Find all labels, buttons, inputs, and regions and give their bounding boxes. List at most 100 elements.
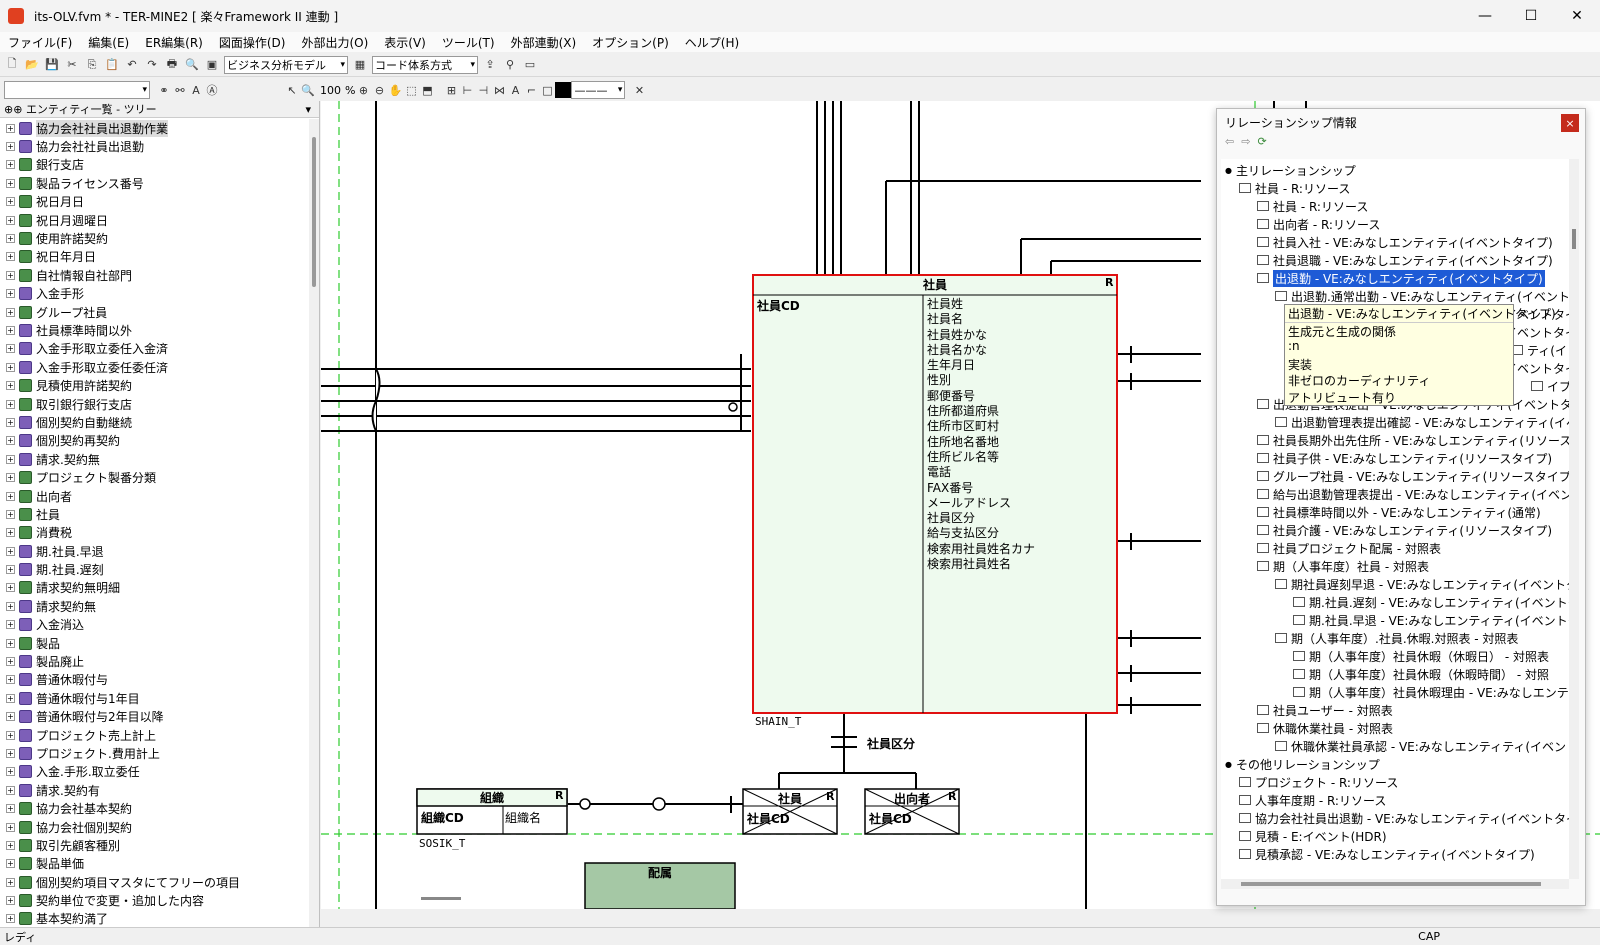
entity-attribute[interactable]: 住所ビル名等 — [927, 449, 1000, 464]
expand-icon[interactable]: + — [6, 840, 15, 850]
relation2-icon[interactable]: ⊣ — [478, 83, 489, 97]
relationship-tree-item[interactable]: イプ) — [1531, 377, 1569, 395]
expand-icon[interactable]: + — [6, 362, 15, 372]
entity-attribute[interactable]: 社員区分 — [927, 511, 976, 526]
expand-icon[interactable]: + — [6, 583, 15, 593]
entity-tree-item[interactable]: +祝日月週曜日 — [0, 211, 308, 229]
entity-attribute[interactable]: 性別 — [927, 373, 952, 388]
entity-tree-item[interactable]: +協力会社個別契約 — [0, 818, 308, 836]
entity-tool-icon[interactable]: ⚭ — [159, 83, 169, 97]
expand-icon[interactable]: + — [6, 657, 15, 667]
expand-icon[interactable]: + — [6, 381, 15, 391]
entity-org-pk[interactable]: 組織CD — [421, 811, 464, 825]
zoom-icon[interactable]: 🔍 — [301, 83, 315, 97]
entity-tree-scrollbar[interactable] — [309, 119, 319, 927]
expand-icon[interactable]: + — [6, 325, 15, 335]
entity-tree-item[interactable]: +製品 — [0, 634, 308, 652]
entity-attribute[interactable]: 検索用社員姓名カナ — [927, 541, 1036, 556]
open-folder-icon[interactable]: 📂 — [25, 58, 39, 71]
entity-tree-item[interactable]: +入金手形 — [0, 285, 308, 303]
maximize-button[interactable]: ☐ — [1524, 8, 1538, 24]
entity-tree-item[interactable]: +普通休暇付与 — [0, 671, 308, 689]
entity-tree-item[interactable]: +契約単位で変更・追加した内容 — [0, 891, 308, 909]
menu-item-5[interactable]: 表示(V) — [384, 35, 426, 50]
expand-icon[interactable]: + — [6, 509, 15, 519]
relationship-tree-item[interactable]: 社員 - R:リソース — [1239, 179, 1350, 197]
entity-tree-item[interactable]: +銀行支店 — [0, 156, 308, 174]
expand-icon[interactable]: + — [6, 344, 15, 354]
entity-attribute[interactable]: メールアドレス — [927, 495, 1012, 510]
expand-icon[interactable]: + — [6, 785, 15, 795]
entity-tree-item[interactable]: +自社情報自社部門 — [0, 266, 308, 284]
text-icon[interactable]: A — [511, 83, 520, 97]
entity-tree-item[interactable]: +個別契約項目マスタにてフリーの項目 — [0, 873, 308, 891]
entity-tree-item[interactable]: +製品単価 — [0, 855, 308, 873]
entity-attribute[interactable]: 住所市区町村 — [927, 419, 1000, 434]
expand-icon[interactable]: + — [6, 123, 15, 133]
expand-icon[interactable]: + — [6, 417, 15, 427]
relationship-tree-item[interactable]: プロジェクト - R:リソース — [1239, 773, 1398, 791]
relationship-tree-item[interactable]: 協力会社社員出退勤 - VE:みなしエンティティ(イベントタイプ) — [1239, 809, 1569, 827]
menu-item-3[interactable]: 図面操作(D) — [218, 35, 286, 50]
minimize-button[interactable]: — — [1478, 8, 1492, 24]
relationship-tree-item[interactable]: 出退勤 - VE:みなしエンティティ(イベントタイプ) — [1257, 269, 1545, 287]
relationship-tree-item[interactable]: 出向者 - R:リソース — [1257, 215, 1380, 233]
expand-icon[interactable]: + — [6, 289, 15, 299]
menu-item-6[interactable]: ツール(T) — [441, 35, 495, 50]
entity-sub-shain-title[interactable]: 社員 — [777, 792, 802, 806]
entity-shain-attributes[interactable]: 社員姓社員名社員姓かな社員名かな生年月日性別郵便番号住所都道府県住所市区町村住所… — [927, 297, 1035, 572]
expand-icon[interactable]: + — [6, 877, 15, 887]
model-toggle-icon[interactable]: ▣ — [206, 58, 218, 71]
expand-icon[interactable]: + — [6, 601, 15, 611]
rect-icon[interactable]: □ — [542, 83, 553, 97]
expand-icon[interactable]: + — [6, 197, 15, 207]
entity-tree-item[interactable]: +請求.契約有 — [0, 781, 308, 799]
expand-icon[interactable]: + — [6, 712, 15, 722]
line-style-combo[interactable]: ——— — [571, 81, 626, 99]
relationship-tree-item[interactable]: 社員 - R:リソース — [1257, 197, 1368, 215]
entity-add-icon[interactable]: ⊞ — [446, 83, 457, 97]
entity-tree-item[interactable]: +出向者 — [0, 487, 308, 505]
menu-item-7[interactable]: 外部連動(X) — [510, 35, 577, 50]
relationship-tree-item[interactable]: 給与出退勤管理表提出 - VE:みなしエンティティ(イベントタ — [1257, 485, 1569, 503]
entity-tree-item[interactable]: +入金.手形.取立委任 — [0, 763, 308, 781]
entity-sub-shain-pk[interactable]: 社員CD — [747, 812, 790, 826]
expand-icon[interactable]: + — [6, 270, 15, 280]
entity-tree-item[interactable]: +協力会社社員出退勤 — [0, 137, 308, 155]
expand-icon[interactable]: + — [6, 638, 15, 648]
expand-icon[interactable]: + — [6, 896, 15, 906]
relationship-tree[interactable]: ●主リレーションシップ社員 - R:リソース社員 - R:リソース出向者 - R… — [1221, 159, 1569, 879]
pointer-icon[interactable]: ↖ — [287, 83, 297, 97]
print-preview-icon[interactable]: 🔍 — [185, 58, 199, 71]
expand-icon[interactable]: + — [6, 142, 15, 152]
entity-tree-item[interactable]: +入金消込 — [0, 616, 308, 634]
entity-tree-item[interactable]: +個別契約再契約 — [0, 432, 308, 450]
entity-tree-item[interactable]: +見積使用許諾契約 — [0, 376, 308, 394]
entity-attribute[interactable]: 住所都道府県 — [927, 404, 1000, 419]
delete-icon[interactable]: ✕ — [634, 83, 645, 97]
back-arrow-icon[interactable]: ⇦ — [1225, 135, 1235, 148]
relationship-tree-item[interactable]: 期.社員.早退 - VE:みなしエンティティ(イベントタイプ) — [1293, 611, 1569, 629]
relationship-tree-item[interactable]: 出退勤管理表提出確認 - VE:みなしエンティティ(イベン — [1275, 413, 1569, 431]
attr-tool-icon[interactable]: Ⓐ — [206, 84, 218, 97]
relationship-tree-item[interactable]: 人事年度期 - R:リソース — [1239, 791, 1386, 809]
entity-tree-item[interactable]: +普通休暇付与1年目 — [0, 689, 308, 707]
entity-tree-item[interactable]: +取引先顧客種別 — [0, 836, 308, 854]
paste-icon[interactable]: 📋 — [105, 58, 119, 71]
expand-icon[interactable]: + — [6, 234, 15, 244]
relationship-tree-item[interactable]: 期（人事年度）社員休暇（休暇日） - 対照表 — [1293, 647, 1549, 665]
relationship-tree-item[interactable]: ●主リレーションシップ — [1225, 161, 1356, 179]
relationship-tree-item[interactable]: 社員標準時間以外 - VE:みなしエンティティ(通常) — [1257, 503, 1541, 521]
entity-attribute[interactable]: 郵便番号 — [927, 388, 976, 403]
relationship-tree-item[interactable]: 社員長期外出先住所 - VE:みなしエンティティ(リソースタイプ — [1257, 431, 1569, 449]
entity-shain-title[interactable]: 社員 — [922, 278, 947, 292]
expand-icon[interactable]: + — [6, 565, 15, 575]
relationship-tree-item[interactable]: ティ(イ — [1511, 341, 1567, 359]
relationship-tree-item[interactable]: 期（人事年度）社員休暇理由 - VE:みなしエンテ — [1293, 683, 1569, 701]
entity-tree-item[interactable]: +入金手形取立委任委任済 — [0, 358, 308, 376]
expand-icon[interactable]: + — [6, 491, 15, 501]
entity-shukko-pk[interactable]: 社員CD — [869, 812, 912, 826]
expand-icon[interactable]: + — [6, 454, 15, 464]
binoculars-icon[interactable]: ⚲ — [505, 58, 515, 71]
expand-icon[interactable]: + — [6, 675, 15, 685]
